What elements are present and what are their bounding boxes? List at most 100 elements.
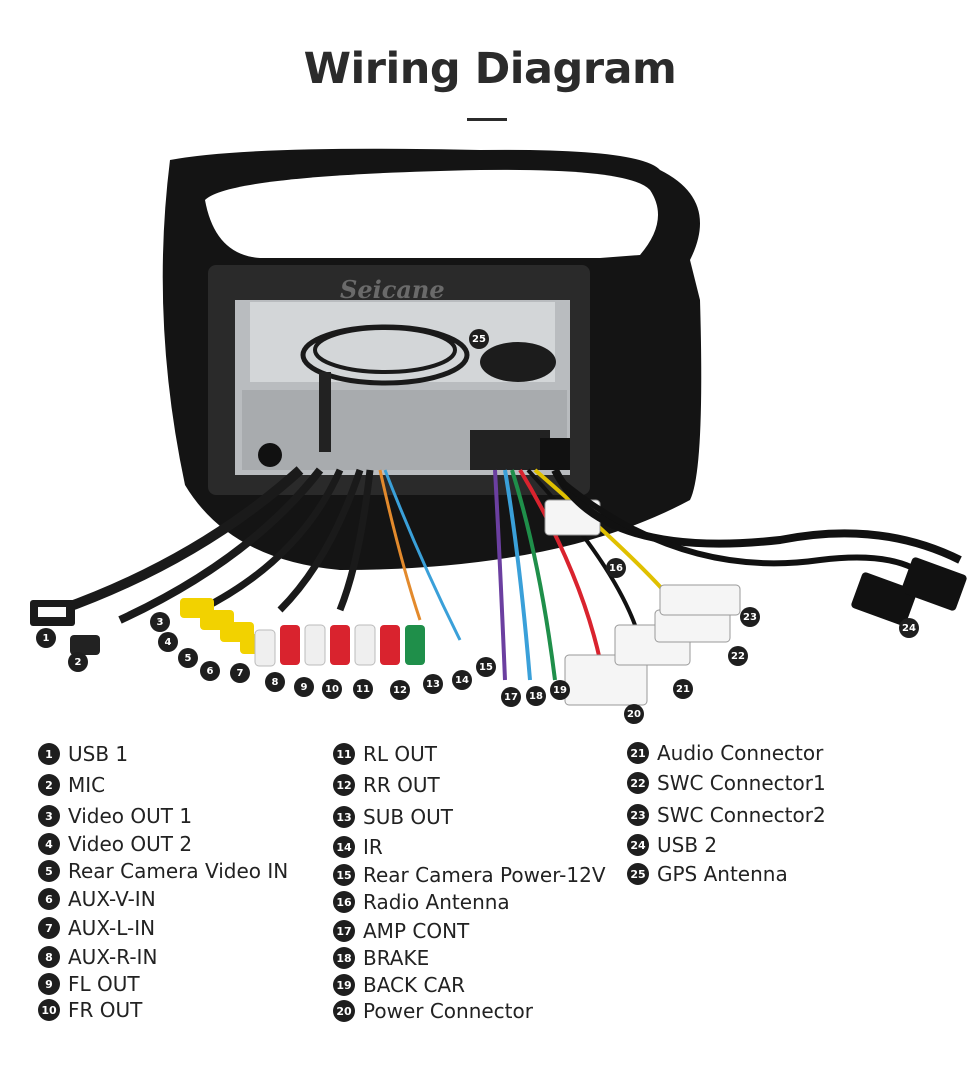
legend-item: 3 Video OUT 1: [38, 803, 192, 829]
legend-number: 11: [333, 743, 355, 765]
legend-number: 22: [627, 772, 649, 794]
legend-label: Video OUT 1: [68, 804, 193, 828]
legend-item: 22 SWC Connector1: [627, 770, 826, 796]
legend-label: AUX-L-IN: [68, 916, 156, 940]
callout-13: 13: [423, 674, 443, 694]
legend-label: RL OUT: [363, 742, 437, 766]
legend-number: 20: [333, 1000, 355, 1022]
radio-antenna-stalk: [319, 372, 331, 452]
callout-21: 21: [673, 679, 693, 699]
legend-item: 17 AMP CONT: [333, 918, 469, 944]
usb2-cable: [551, 468, 962, 564]
legend-number: 2: [38, 774, 60, 796]
legend-item: 2 MIC: [38, 772, 105, 798]
legend-number: 25: [627, 863, 649, 885]
callout-15: 15: [476, 657, 496, 677]
legend-label: FL OUT: [68, 972, 140, 996]
callout-16: 16: [606, 558, 626, 578]
legend-number: 1: [38, 743, 60, 765]
legend-item: 8 AUX-R-IN: [38, 944, 157, 970]
legend-label: SUB OUT: [363, 805, 454, 829]
legend-item: 19 BACK CAR: [333, 972, 465, 998]
legend-label: Rear Camera Power-12V: [363, 863, 606, 887]
callout-10: 10: [322, 679, 342, 699]
legend-number: 4: [38, 833, 60, 855]
legend-number: 13: [333, 806, 355, 828]
wiring-illustration: Seicane: [30, 148, 967, 706]
callout-7: 7: [230, 663, 250, 683]
callout-6: 6: [200, 661, 220, 681]
legend-label: USB 2: [657, 833, 718, 857]
legend-number: 18: [333, 947, 355, 969]
usb2-plug-b: [901, 557, 967, 611]
legend-item: 11 RL OUT: [333, 741, 437, 767]
usb2-plug-a: [851, 572, 917, 626]
legend-number: 15: [333, 864, 355, 886]
legend-number: 24: [627, 834, 649, 856]
callout-24: 24: [899, 618, 919, 638]
legend-label: AUX-R-IN: [68, 945, 158, 969]
title-underline: [467, 118, 507, 121]
legend-label: BACK CAR: [363, 973, 466, 997]
legend-label: IR: [363, 835, 383, 859]
legend-number: 9: [38, 973, 60, 995]
legend-label: BRAKE: [363, 946, 430, 970]
callout-9: 9: [294, 677, 314, 697]
callout-14: 14: [452, 670, 472, 690]
legend-label: Audio Connector: [657, 741, 824, 765]
legend-label: Power Connector: [363, 999, 533, 1023]
legend-label: Video OUT 2: [68, 832, 193, 856]
dash-frame-inner: [205, 169, 658, 258]
callout-1: 1: [36, 628, 56, 648]
legend-item: 14 IR: [333, 834, 383, 860]
legend-number: 19: [333, 974, 355, 996]
cable-bundle-left: [58, 466, 304, 615]
legend-number: 5: [38, 860, 60, 882]
callout-4: 4: [158, 632, 178, 652]
legend-item: 13 SUB OUT: [333, 804, 453, 830]
legend-label: AUX-V-IN: [68, 887, 156, 911]
gps-puck: [480, 342, 556, 382]
legend-label: Radio Antenna: [363, 890, 510, 914]
legend-number: 10: [38, 999, 60, 1021]
harness-wires: [493, 469, 507, 681]
legend-label: USB 1: [68, 742, 129, 766]
legend-label: FR OUT: [68, 998, 143, 1022]
callout-11: 11: [353, 679, 373, 699]
legend-number: 8: [38, 946, 60, 968]
callout-12: 12: [390, 680, 410, 700]
callout-2: 2: [68, 652, 88, 672]
callout-23: 23: [740, 607, 760, 627]
callout-18: 18: [526, 686, 546, 706]
legend-item: 21 Audio Connector: [627, 740, 823, 766]
legend-number: 14: [333, 836, 355, 858]
rca-audio-group: [254, 624, 425, 667]
legend-item: 20 Power Connector: [333, 998, 533, 1024]
legend-number: 7: [38, 917, 60, 939]
legend-number: 17: [333, 920, 355, 942]
legend-number: 21: [627, 742, 649, 764]
legend-label: SWC Connector1: [657, 771, 826, 795]
legend-number: 12: [333, 774, 355, 796]
connector-block: [470, 430, 550, 470]
legend-item: 9 FL OUT: [38, 971, 140, 997]
callout-3: 3: [150, 612, 170, 632]
legend-item: 6 AUX-V-IN: [38, 886, 156, 912]
legend-label: GPS Antenna: [657, 862, 788, 886]
legend-number: 6: [38, 888, 60, 910]
callout-22: 22: [728, 646, 748, 666]
legend-number: 3: [38, 805, 60, 827]
brand-watermark: Seicane: [340, 275, 445, 304]
mic-jack: [70, 635, 100, 655]
legend-number: 23: [627, 804, 649, 826]
legend-label: MIC: [68, 773, 106, 797]
callout-20: 20: [624, 704, 644, 724]
callout-17: 17: [501, 687, 521, 707]
legend-item: 15 Rear Camera Power-12V: [333, 862, 606, 888]
legend-label: AMP CONT: [363, 919, 470, 943]
legend-label: SWC Connector2: [657, 803, 826, 827]
legend-item: 7 AUX-L-IN: [38, 915, 155, 941]
page-title: Wiring Diagram: [303, 44, 677, 94]
